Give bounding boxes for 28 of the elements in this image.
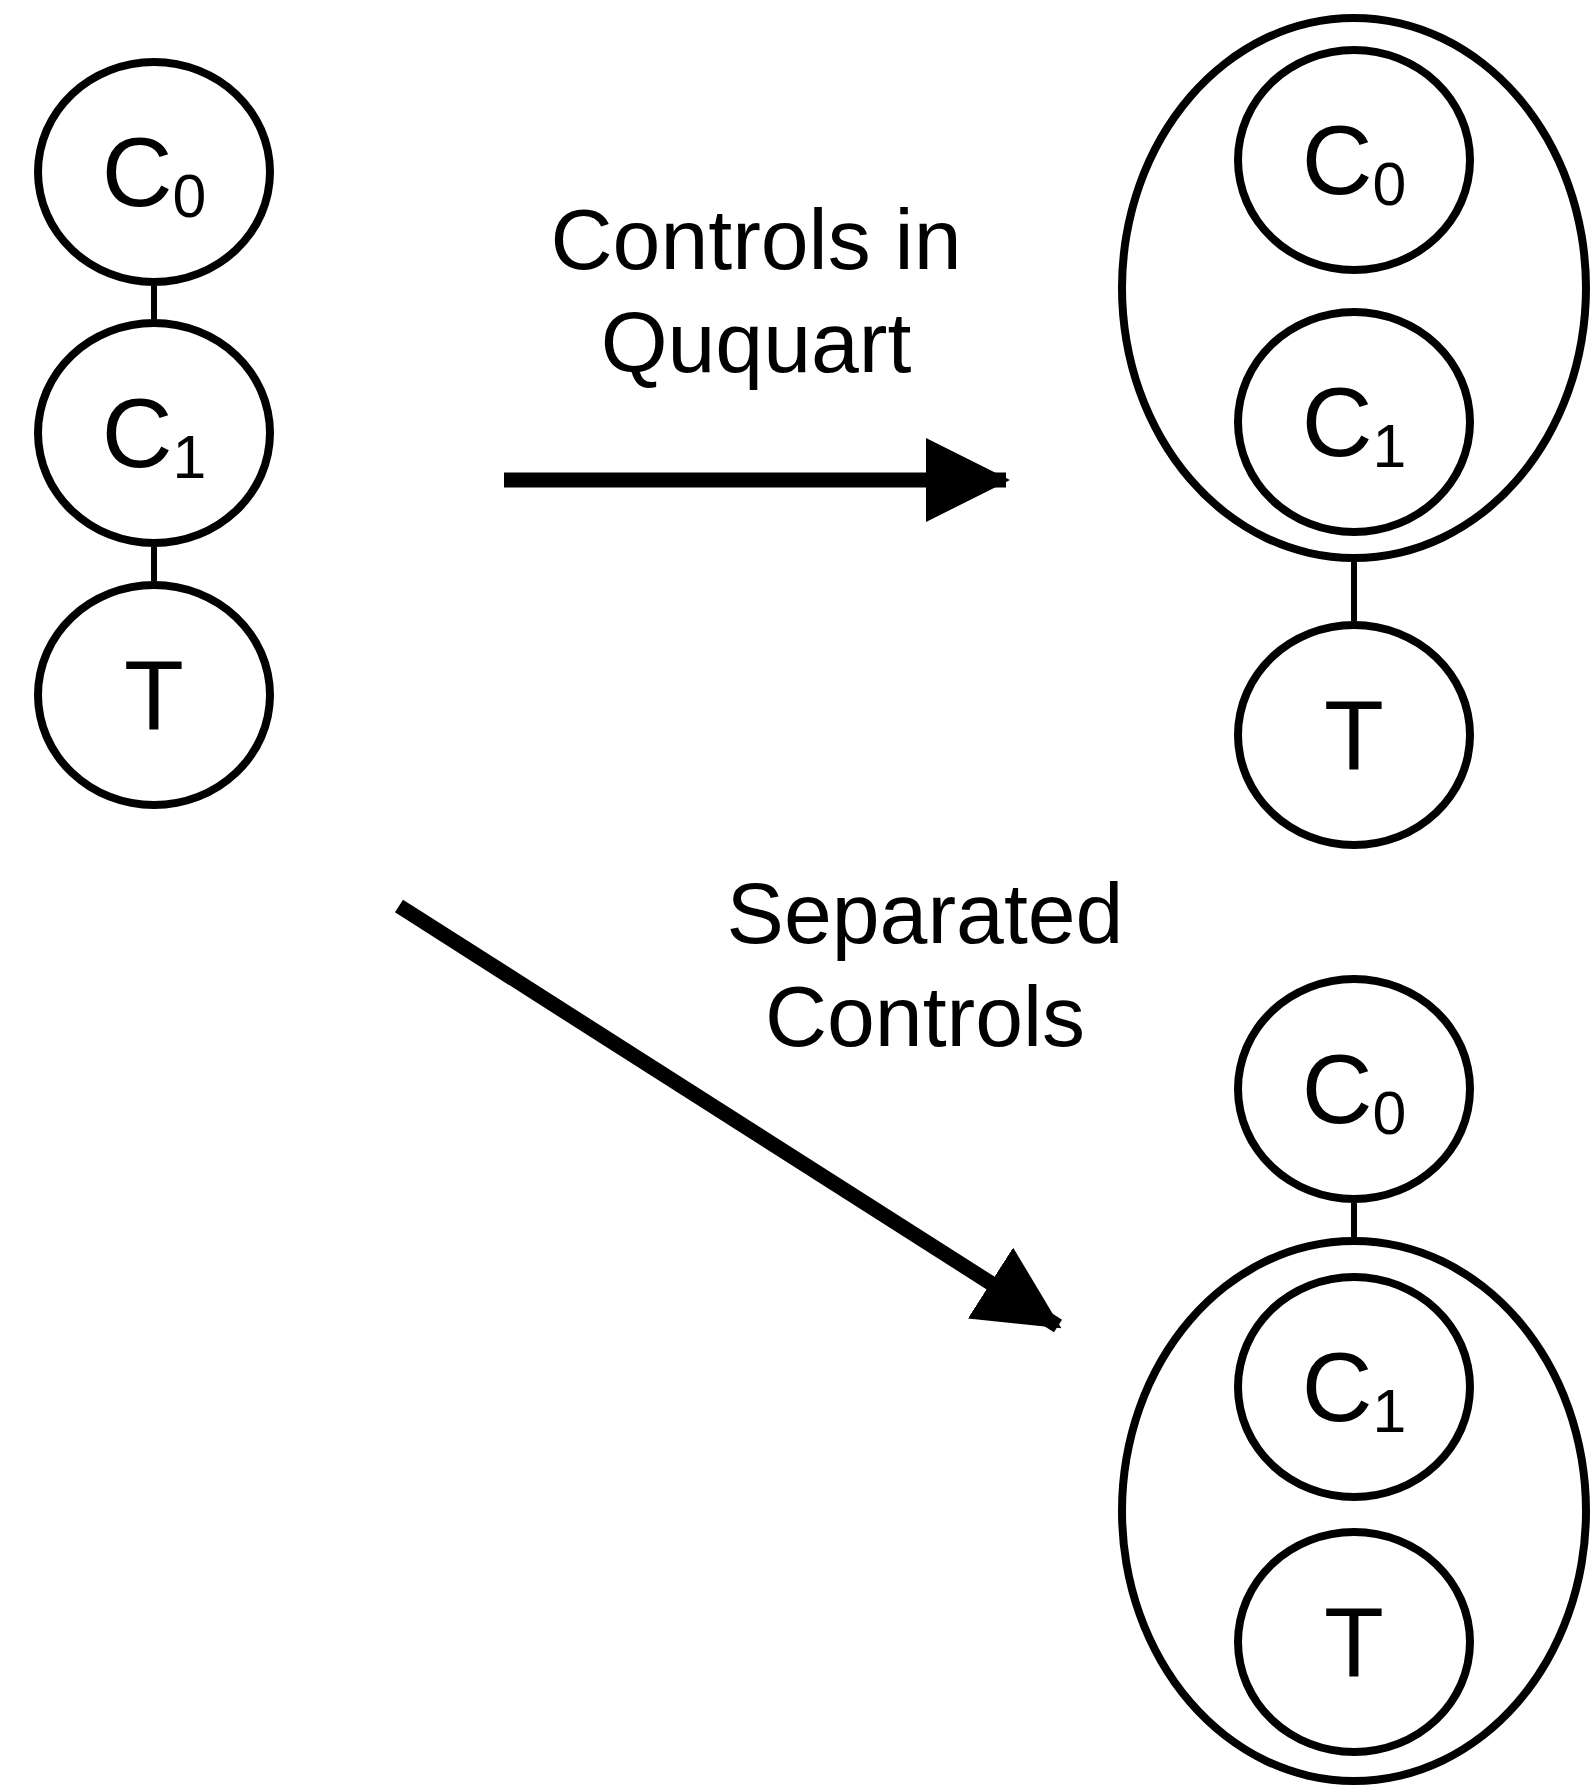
node-label: C$_{1}$ [1301, 373, 1407, 471]
ellipse-group [1118, 14, 1590, 562]
node-label: C$_{1}$ [1301, 1338, 1407, 1436]
node-label: C$_{0}$ [1301, 111, 1407, 209]
ellipse-group [1118, 1237, 1590, 1785]
connector-line [1351, 1203, 1357, 1237]
circle-node [1234, 621, 1474, 849]
circle-node [1234, 46, 1474, 274]
connector-line [151, 547, 157, 581]
circle-node [1234, 1273, 1474, 1501]
circle-node [1234, 1528, 1474, 1756]
circle-node [34, 319, 274, 547]
circle-node [1234, 308, 1474, 536]
node-label: C$_{0}$ [1301, 1040, 1407, 1138]
arrow [394, 899, 1063, 1333]
node-label: T [1324, 1593, 1384, 1691]
circle-node [34, 581, 274, 809]
node-label: C$_{0}$ [101, 123, 207, 221]
edge-label: Separated Controls [725, 864, 1125, 1067]
node-label: C$_{1}$ [101, 384, 207, 482]
circle-node [34, 58, 274, 286]
connector-line [1351, 562, 1357, 621]
edge-label: Controls in Ququart [549, 190, 963, 393]
connector-line [151, 286, 157, 319]
circle-node [1234, 975, 1474, 1203]
arrow [504, 438, 1010, 522]
node-label: T [1324, 686, 1384, 784]
node-label: T [124, 646, 184, 744]
